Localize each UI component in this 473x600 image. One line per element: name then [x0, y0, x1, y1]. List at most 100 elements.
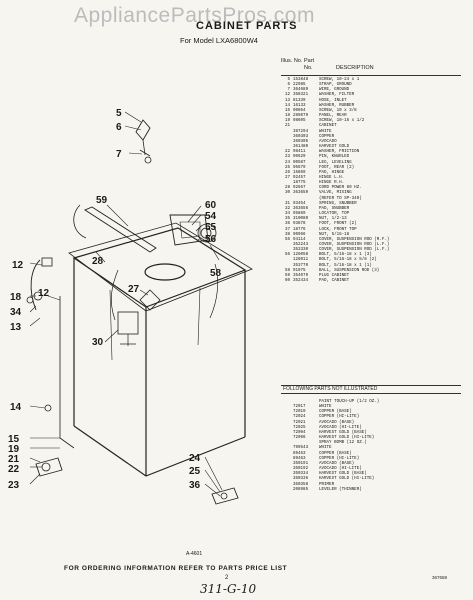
not-illustrated-heading: FOLLOWING PARTS NOT ILLUSTRATED	[283, 386, 378, 392]
callout-label: 12	[12, 260, 24, 271]
illus-no-cell: 55	[284, 237, 290, 242]
description-cell: BOLT, 5/16-18 x 5/8 (2)	[319, 258, 377, 263]
description-cell: NUT, 5/16-18	[319, 232, 350, 237]
part-no-cell: 363656	[293, 206, 309, 211]
part-no-cell: 358321	[293, 93, 309, 98]
callout-label: 22	[8, 464, 20, 475]
illus-no-cell: 27	[284, 175, 290, 180]
callout-label: 23	[8, 480, 20, 491]
part-no-cell: 16133	[293, 103, 306, 108]
illus-no-cell: 18	[284, 114, 290, 119]
parts-row: (REFER TO SP-340)	[278, 197, 473, 202]
parts-row: PAINT TOUCH-UP (1/2 OZ.)	[278, 400, 473, 405]
illus-no-cell: 58	[284, 268, 290, 273]
part-no-cell: 364689	[293, 88, 309, 93]
description-cell: PAD, CABINET	[319, 279, 350, 284]
callout-label: 55	[205, 222, 217, 233]
illus-no-cell: 59	[284, 273, 290, 278]
model-subtitle: For Model LXA6800W4	[180, 36, 258, 45]
description-cell: PANEL, REAR	[319, 114, 347, 119]
illus-no-cell: 37	[284, 227, 290, 232]
illus-no-cell: 13	[284, 98, 290, 103]
description-cell: FOOT, FRONT (2)	[319, 222, 357, 227]
description-cell: PAINT TOUCH-UP (1/2 OZ.)	[319, 400, 380, 404]
description-cell: WASHER, RUBBER	[319, 103, 355, 108]
part-no-cell: 89463	[293, 451, 306, 456]
description-cell: WHITE	[319, 446, 332, 451]
part-no-cell: 15869	[293, 170, 306, 175]
description-cell: NUT, 1/2-13	[319, 217, 347, 222]
plug-cabinet	[197, 223, 217, 243]
description-cell: HARVEST GOLD (BASE)	[319, 472, 367, 477]
description-cell: COPPER (BASE)	[319, 451, 352, 456]
description-cell: BALL, SUSPENSION ROD (3)	[319, 268, 380, 273]
illus-no-cell: 31	[284, 201, 290, 206]
part-no-cell: 352243	[293, 243, 309, 247]
inlet-hose	[30, 259, 41, 311]
description-cell: SCREW, 10-24 x 1	[319, 78, 360, 82]
illus-no-cell: 32	[284, 206, 290, 211]
part-no-cell: 94114	[293, 237, 306, 242]
description-cell: COVER, SUSPENSION ROD (L.F.)	[319, 248, 390, 253]
callout-label: 24	[189, 453, 201, 464]
illus-no-cell: 38	[284, 232, 290, 237]
part-no-cell: 91075	[293, 268, 306, 273]
header-part-no: Part No.	[304, 58, 315, 71]
description-cell: HARVEST GOLD (HI-LITE)	[319, 477, 375, 482]
ground-strap	[135, 119, 151, 141]
part-no-cell: 350336	[293, 477, 309, 482]
description-cell: WASHER, FILTER	[319, 93, 355, 98]
callout-label: 36	[189, 480, 201, 491]
description-cell: HOSE, INLET	[319, 98, 347, 103]
part-no-cell: 360303	[293, 134, 309, 139]
part-no-cell: 310080	[293, 217, 309, 222]
part-no-cell: 93878	[293, 222, 306, 227]
description-cell: COPPER (BASE)	[319, 410, 352, 415]
illus-no-cell: 24	[284, 160, 290, 165]
part-no-cell: 361480	[293, 145, 309, 150]
part-no-cell: 95869	[293, 212, 306, 217]
parts-row: 353330 COVER, SUSPENSION ROD (L.F.)	[278, 248, 473, 253]
part-no-cell: 92667	[293, 186, 306, 191]
ordering-footer: FOR ORDERING INFORMATION REFER TO PARTS …	[64, 565, 288, 572]
description-cell: LEVELER (THINNER)	[319, 487, 362, 492]
part-no-cell: 72094	[293, 430, 306, 435]
part-no-cell: 93454	[293, 201, 306, 206]
description-cell: WASHER, FRICTION	[319, 150, 360, 155]
part-no-cell: 18775	[293, 181, 306, 186]
description-cell: BOLT, 5/16-18 x 1 (1)	[319, 263, 372, 268]
part-no-cell: 285079	[293, 114, 309, 119]
description-cell: PIN, KNURLED	[319, 155, 350, 160]
part-no-cell: 387294	[293, 129, 309, 134]
description-cell: COVER, SUSPENSION ROD (L.F.)	[319, 243, 390, 247]
description-cell: LOCATOR, TOP	[319, 212, 350, 217]
part-no-cell: 353330	[293, 248, 309, 253]
tub-opening	[144, 263, 186, 281]
cabinet-lip	[68, 222, 253, 312]
illus-no-cell: 60	[284, 279, 290, 284]
callout-label: 28	[92, 256, 104, 267]
